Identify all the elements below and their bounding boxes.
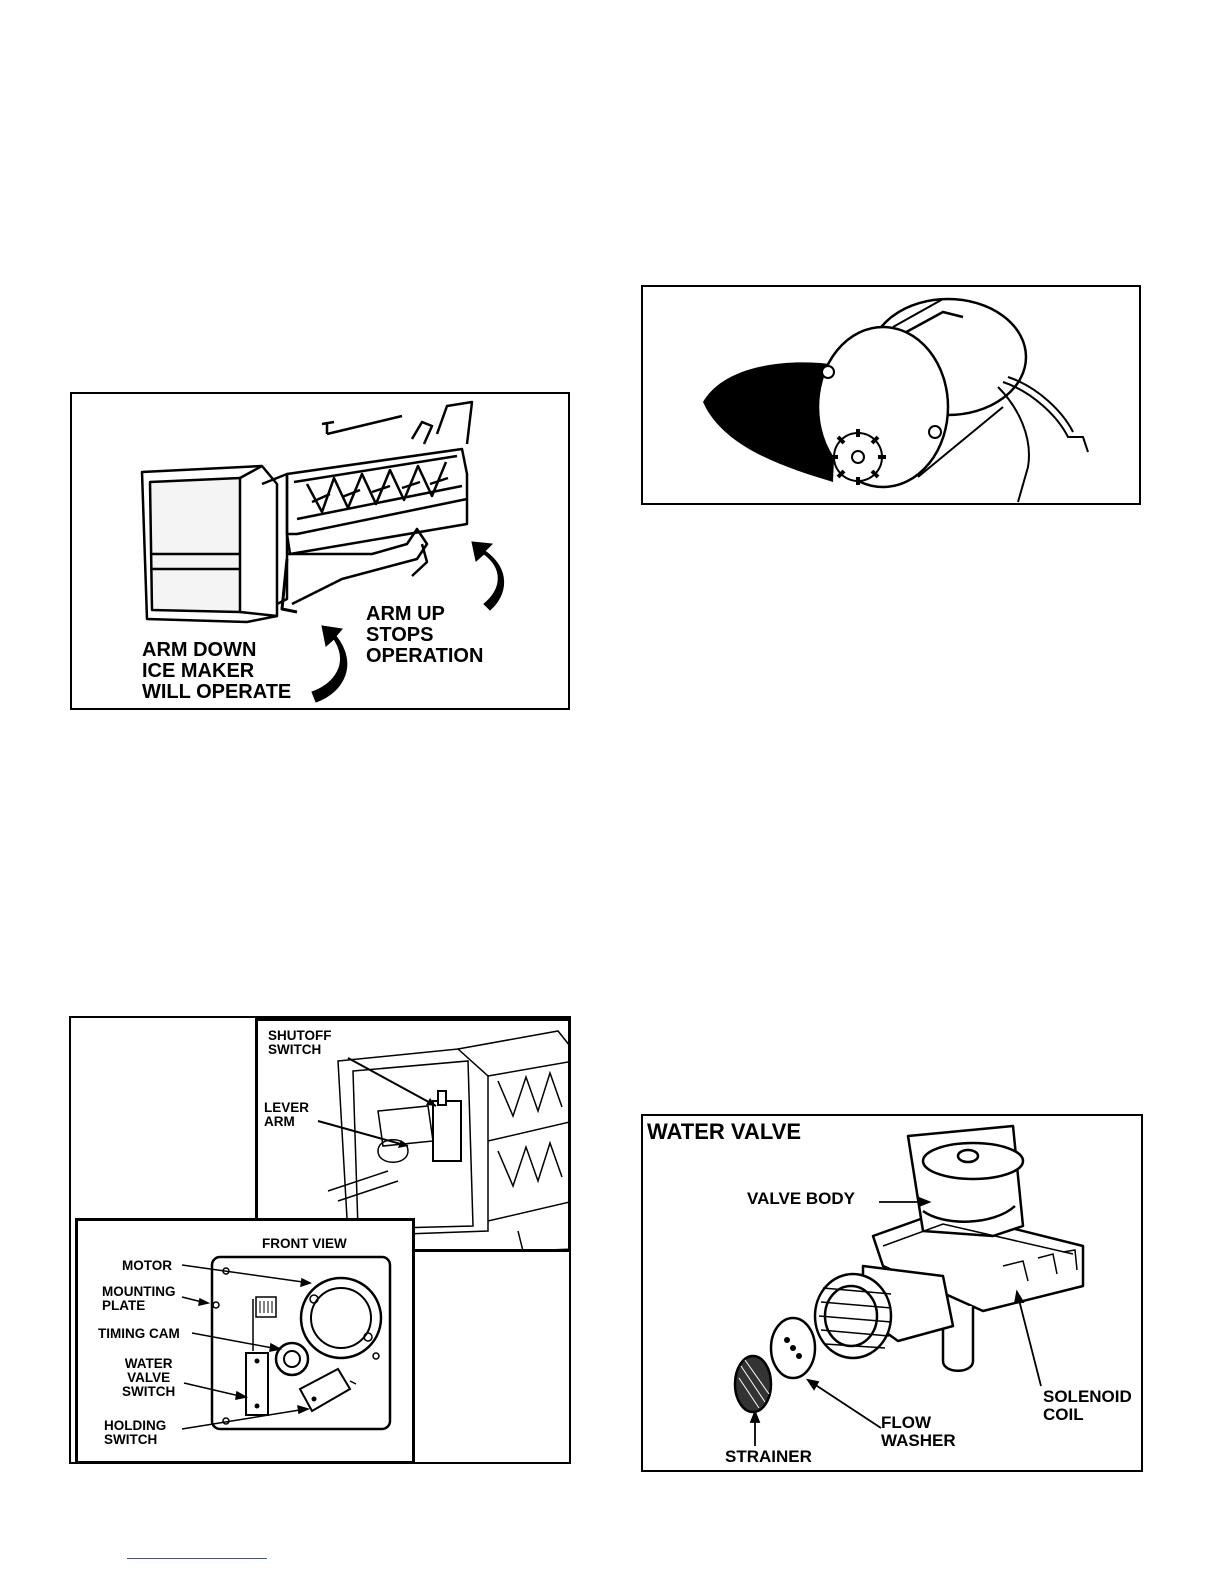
inset-shutoff-switch: SHUTOFF SWITCH LEVER ARM — [255, 1018, 571, 1252]
shutoff-switch-label: SHUTOFF SWITCH — [268, 1029, 332, 1057]
arm-up-label: ARM UP STOPS OPERATION — [366, 604, 483, 667]
water-valve-switch-label: WATER VALVE SWITCH — [122, 1357, 175, 1400]
footer-rule — [127, 1558, 267, 1559]
arm-down-arrow-icon — [312, 626, 347, 702]
lever-arm-label: LEVER ARM — [264, 1101, 309, 1129]
valve-body-label: VALVE BODY — [747, 1190, 855, 1208]
strainer-label: STRAINER — [725, 1448, 812, 1466]
mounting-plate-label: MOUNTING PLATE — [102, 1285, 176, 1313]
figure-ice-maker-arm: ARM UP STOPS OPERATION ARM DOWN ICE MAKE… — [70, 392, 570, 710]
flow-washer-label: FLOW WASHER — [881, 1414, 956, 1450]
motor-label: MOTOR — [122, 1259, 172, 1273]
front-view-label: FRONT VIEW — [262, 1237, 347, 1251]
holding-switch-label: HOLDING SWITCH — [104, 1419, 166, 1447]
arm-down-label: ARM DOWN ICE MAKER WILL OPERATE — [142, 640, 291, 703]
solenoid-coil-label: SOLENOID COIL — [1043, 1388, 1132, 1424]
timing-cam-label: TIMING CAM — [98, 1327, 180, 1341]
gear-icon — [830, 429, 886, 485]
inset-front-view: FRONT VIEW MOTOR MOUNTING PLATE TIMING C… — [75, 1218, 415, 1464]
figure-motor — [641, 285, 1141, 505]
motor-drawing — [643, 287, 1141, 505]
water-valve-title: WATER VALVE — [647, 1120, 801, 1143]
arm-up-arrow-icon — [472, 542, 504, 610]
figure-water-valve: WATER VALVE VALVE BODY SOLENOID COIL FLO… — [641, 1114, 1143, 1472]
figure-switches: SHUTOFF SWITCH LEVER ARM — [69, 1016, 571, 1464]
